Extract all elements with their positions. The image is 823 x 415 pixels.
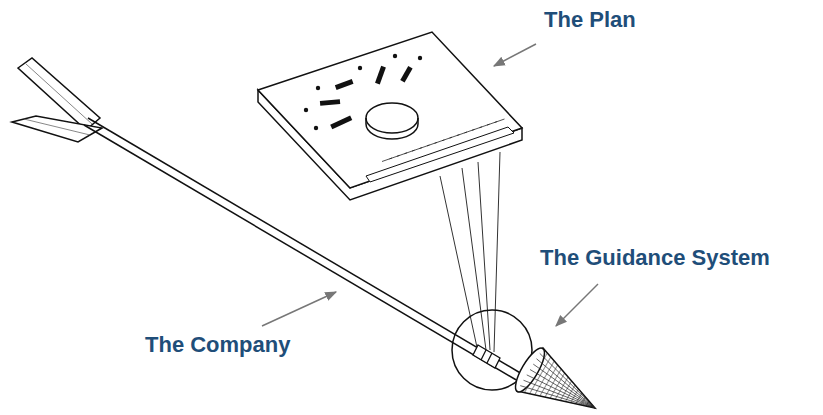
arrow-fletching <box>12 58 102 142</box>
guidance-collar <box>473 345 500 368</box>
company-label: The Company <box>145 333 290 357</box>
guidance-beams <box>440 152 500 352</box>
plan-label: The Plan <box>544 8 636 32</box>
guidance-label: The Guidance System <box>540 246 770 270</box>
leader-arrows <box>262 44 598 326</box>
arrow-head <box>510 344 595 408</box>
plan-device <box>258 32 522 200</box>
